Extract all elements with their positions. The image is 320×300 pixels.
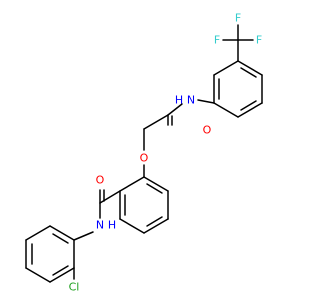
bond-ring1-d	[213, 102, 239, 118]
bond-ring1-c	[237, 102, 263, 118]
molecule-canvas: F F F N H O O O N H Cl	[25, 12, 263, 294]
bond-ring2-d	[119, 218, 145, 234]
bond-ring1-double-2	[240, 100, 257, 111]
bond-ring2-c	[143, 218, 169, 234]
bond-ring3-a	[49, 225, 75, 241]
bonds	[25, 24, 263, 283]
bond-carbonyl-to-ch2	[143, 114, 169, 130]
bond-nh-bottom-to-ring3	[73, 231, 94, 241]
bond-ring2-double-1	[146, 183, 163, 194]
bond-ring1-f	[213, 60, 239, 76]
atom-cl: Cl	[69, 281, 80, 294]
bond-ring2-to-amide-c	[99, 190, 121, 204]
atom-n-top: N	[187, 94, 195, 107]
bond-ring2-a	[143, 176, 169, 192]
bond-ring2-double-2	[146, 216, 163, 227]
bond-ring1-a	[237, 60, 263, 76]
atom-o-carbonyl-top: O	[203, 124, 212, 137]
atom-h-bottom: H	[108, 219, 116, 232]
molecule-structure: F F F N H O O O N H Cl	[25, 12, 263, 294]
bond-nh-top-to-carbonyl	[167, 103, 183, 116]
bond-ring3-double-1	[52, 233, 69, 244]
atom-f-right: F	[256, 34, 262, 47]
bond-ring1-double-1	[240, 67, 257, 78]
bond-ring1-to-nh-top	[197, 99, 215, 104]
atom-o-carbonyl-bottom: O	[96, 174, 105, 187]
atom-o-ether: O	[140, 152, 149, 165]
atom-f-top: F	[235, 12, 241, 25]
bond-ring3-d	[25, 267, 51, 283]
bond-ring3-b	[25, 225, 51, 241]
atom-f-left: F	[214, 34, 220, 47]
atom-n-bottom: N	[96, 219, 104, 232]
atom-labels: F F F N H O O O N H Cl	[69, 12, 263, 294]
bond-ring2-f	[119, 176, 145, 192]
bond-ring3-double-3	[52, 265, 69, 276]
atom-h-top: H	[175, 94, 183, 107]
bond-ring3-e	[49, 267, 75, 283]
